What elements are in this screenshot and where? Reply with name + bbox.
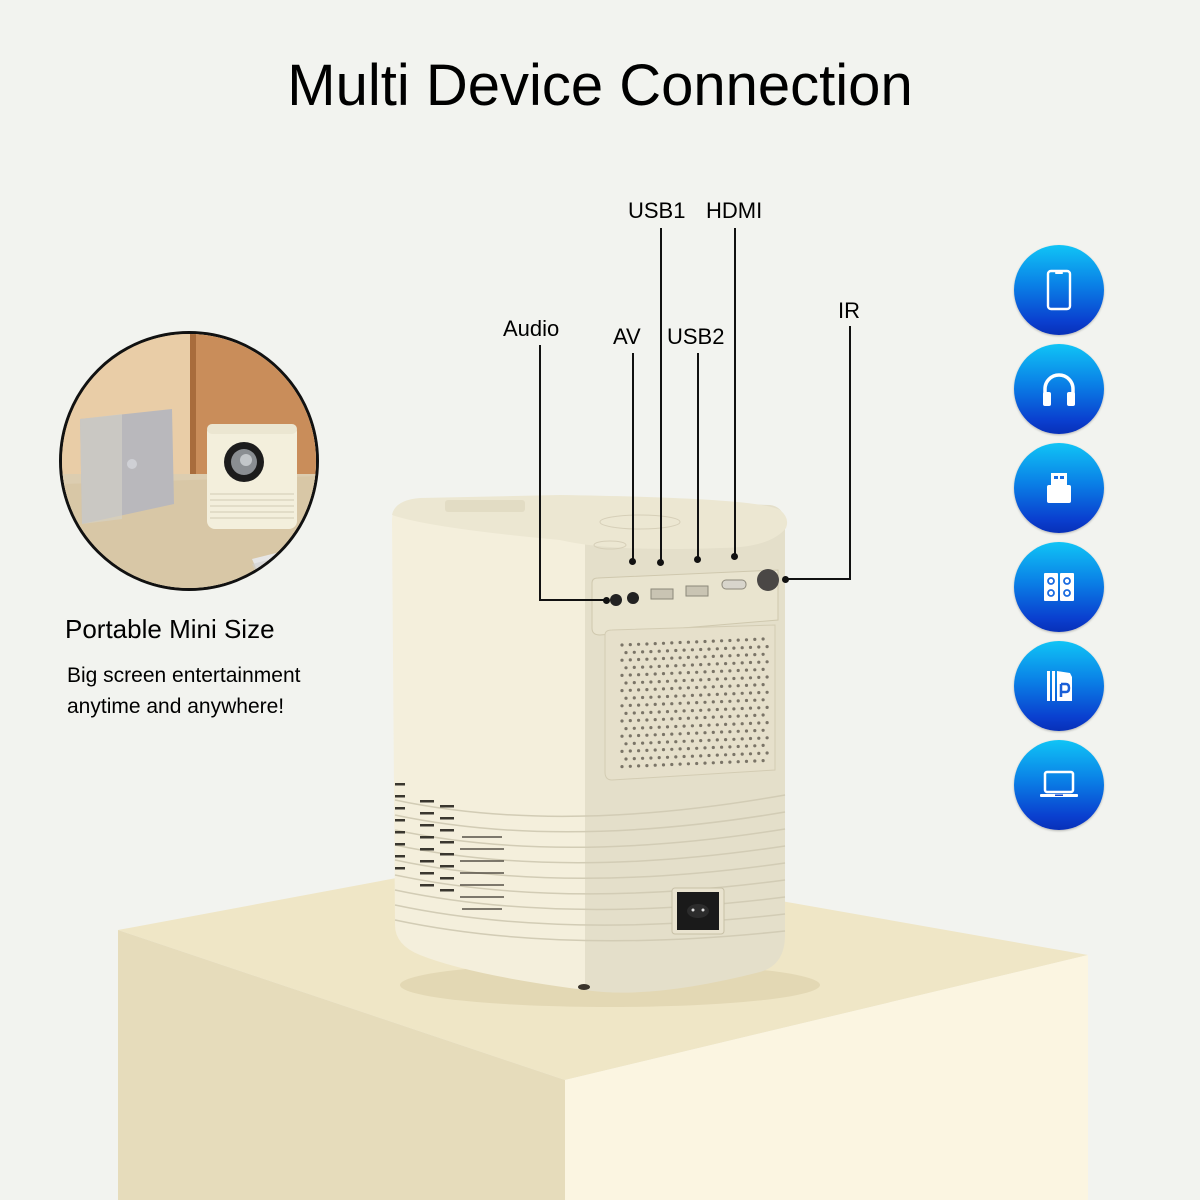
port-label-hdmi: HDMI (706, 198, 763, 223)
projector-body (392, 495, 788, 993)
port-label-audio: Audio (503, 316, 560, 341)
inset-title: Portable Mini Size (65, 614, 275, 644)
speakers-icon (1014, 542, 1104, 632)
port-label-usb1: USB1 (628, 198, 686, 223)
speaker-grille (620, 637, 769, 769)
device-icon-list (1014, 245, 1104, 839)
headphones-icon (1014, 344, 1104, 434)
page-title: Multi Device Connection (287, 53, 913, 118)
port-label-ir: IR (838, 298, 860, 323)
laptop-icon (1014, 740, 1104, 830)
inset-description: Big screen entertainment anytime and any… (67, 660, 367, 722)
usb-drive-icon (1014, 443, 1104, 533)
lifestyle-photo (59, 331, 319, 591)
port-label-usb2: USB2 (667, 324, 725, 349)
smartphone-icon (1014, 245, 1104, 335)
port-label-av: AV (613, 324, 641, 349)
inset-description-line2: anytime and anywhere! (67, 695, 285, 718)
presentation-icon (1014, 641, 1104, 731)
inset-description-line1: Big screen entertainment (67, 664, 301, 687)
